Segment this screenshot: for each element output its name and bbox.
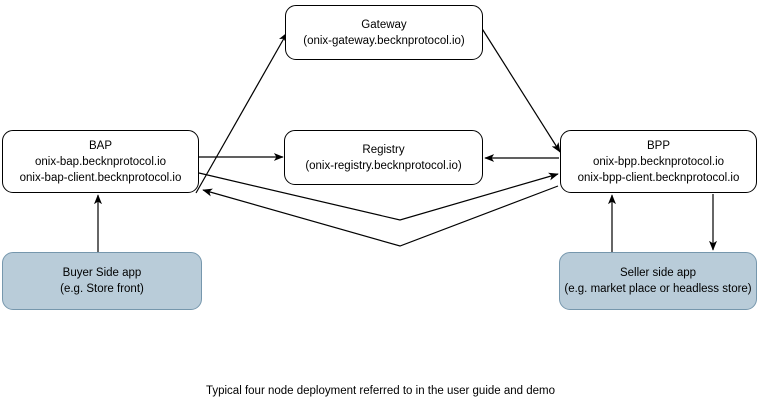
node-buyer-side-app-subtitle: (e.g. Store front) — [60, 283, 144, 295]
node-bpp-title: BPP — [646, 139, 670, 152]
node-bpp[interactable]: BPP onix-bpp.becknprotocol.io onix-bpp-c… — [560, 130, 757, 193]
node-bap-client-host: onix-bap-client.becknprotocol.io — [19, 171, 182, 184]
node-registry[interactable]: Registry (onix-registry.becknprotocol.io… — [284, 130, 483, 185]
diagram-caption: Typical four node deployment referred to… — [205, 385, 556, 397]
node-bap-title: BAP — [88, 139, 112, 152]
node-bap-host: onix-bap.becknprotocol.io — [34, 155, 167, 168]
node-bpp-client-host: onix-bpp-client.becknprotocol.io — [577, 171, 740, 184]
node-gateway-subtitle: (onix-gateway.becknprotocol.io) — [303, 34, 465, 47]
node-seller-side-app-title: Seller side app — [619, 267, 697, 279]
node-buyer-side-app-title: Buyer Side app — [62, 267, 142, 279]
node-buyer-side-app[interactable]: Buyer Side app (e.g. Store front) — [2, 252, 202, 310]
node-registry-subtitle: (onix-registry.becknprotocol.io) — [305, 159, 462, 172]
edge-gateway-to-bpp — [480, 26, 561, 153]
node-seller-side-app[interactable]: Seller side app (e.g. market place or he… — [559, 252, 757, 310]
node-bpp-host: onix-bpp.becknprotocol.io — [592, 155, 725, 168]
node-gateway[interactable]: Gateway (onix-gateway.becknprotocol.io) — [285, 5, 483, 60]
edge-bap-to-gateway — [195, 32, 288, 194]
node-gateway-title: Gateway — [361, 18, 407, 31]
node-registry-title: Registry — [362, 143, 405, 156]
node-bap[interactable]: BAP onix-bap.becknprotocol.io onix-bap-c… — [2, 130, 199, 193]
edge-bpp-to-bap — [202, 185, 559, 247]
node-seller-side-app-subtitle: (e.g. market place or headless store) — [564, 283, 752, 295]
